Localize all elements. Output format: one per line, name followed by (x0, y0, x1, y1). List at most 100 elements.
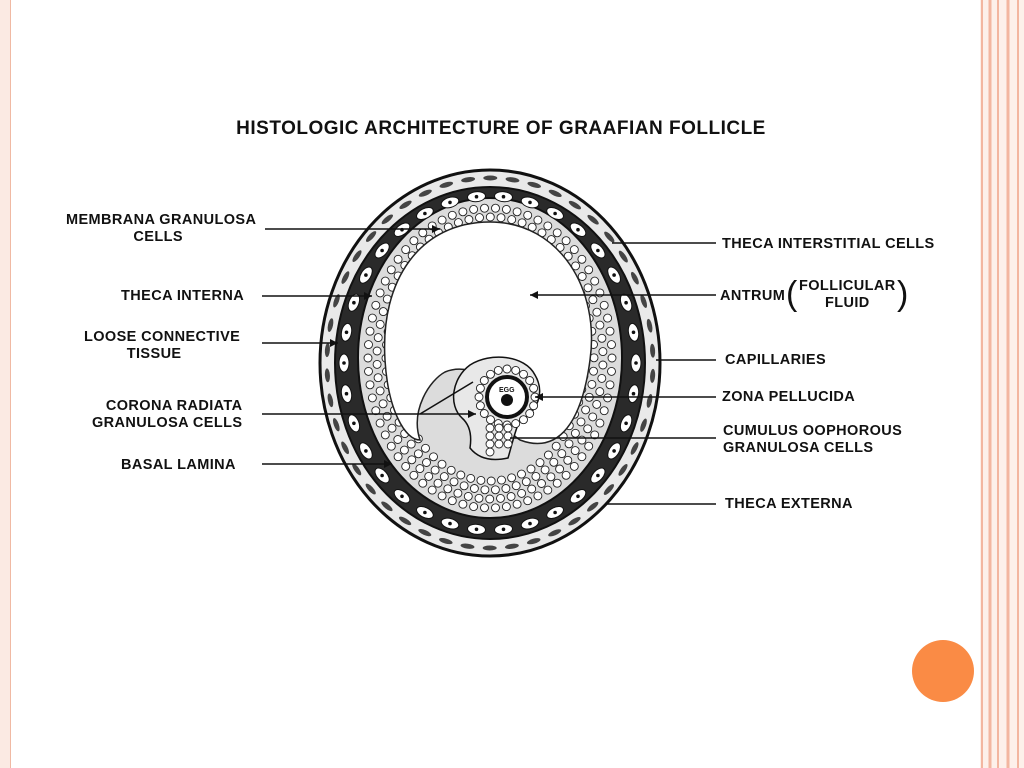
granulosa-cell (466, 473, 476, 483)
theca-cell-nucleus (342, 361, 346, 365)
granulosa-cell (521, 477, 531, 487)
granulosa-cell (584, 265, 594, 275)
cumulus-cell (511, 365, 521, 375)
granulosa-cell (418, 478, 428, 488)
granulosa-cell (439, 472, 449, 482)
granulosa-cell (476, 475, 486, 485)
cumulus-cell (486, 369, 495, 379)
theca-externa-fiber (341, 271, 350, 284)
theca-externa-fiber (439, 538, 453, 545)
theca-cell-nucleus (631, 391, 636, 396)
theca-cell-nucleus (528, 521, 532, 526)
granulosa-cell (364, 340, 373, 350)
theca-externa-fiber (587, 214, 599, 225)
theca-externa-fiber (630, 271, 639, 285)
granulosa-cell (570, 428, 580, 438)
granulosa-cell (533, 491, 543, 501)
leader-arrowheads (330, 225, 543, 468)
granulosa-cell (406, 439, 416, 449)
granulosa-cell (409, 470, 419, 480)
granulosa-cell (375, 418, 385, 428)
cumulus-cell (485, 431, 495, 441)
theca-externa-fiber (352, 250, 362, 262)
slide-frame-left (0, 0, 11, 768)
granulosa-cell (485, 494, 495, 504)
granulosa-cell (378, 307, 388, 317)
theca-externa-fiber (341, 441, 350, 455)
theca-externa-fiber (439, 181, 454, 188)
granulosa-cell (458, 499, 468, 509)
granulosa-cell (446, 465, 456, 475)
granulosa-cell (512, 207, 522, 217)
theca-cell-nucleus (364, 449, 368, 453)
egg-nucleus (501, 394, 513, 406)
granulosa-cell (375, 386, 385, 396)
theca-cell-nucleus (553, 211, 557, 216)
granulosa-cell (413, 449, 423, 459)
label-loose-connective-tissue: LOOSE CONNECTIVE TISSUE (84, 329, 241, 362)
granulosa-cell (607, 340, 616, 350)
granulosa-cell (491, 503, 500, 513)
granulosa-cell (464, 215, 474, 224)
granulosa-cell (490, 485, 500, 495)
granulosa-cell (463, 491, 473, 501)
label-membrana-granulosa: MEMBRANA GRANULOSA CELLS (66, 212, 257, 245)
cumulus-cell (529, 401, 539, 411)
granulosa-cell (507, 473, 517, 483)
granulosa-cell (607, 366, 616, 376)
label-capillaries: CAPILLARIES (725, 352, 827, 368)
granulosa-cell (447, 210, 457, 220)
theca-cell-nucleus (344, 330, 349, 335)
granulosa-cell (469, 204, 479, 214)
theca-externa-fiber (618, 250, 628, 263)
cumulus-cell (525, 409, 535, 418)
granulosa-cell (552, 228, 562, 238)
granulosa-cell (371, 300, 381, 310)
cumulus-cell (502, 364, 512, 374)
granulosa-cell (386, 265, 396, 275)
theca-externa-fiber (640, 294, 648, 308)
granulosa-cell (543, 221, 553, 231)
label-theca-externa: THECA EXTERNA (725, 496, 853, 512)
diagram-title: HISTOLOGIC ARCHITECTURE OF GRAAFIAN FOLL… (236, 118, 766, 139)
theca-externa-fiber (352, 463, 362, 476)
theca-cell-nucleus (631, 330, 636, 335)
granulosa-cell (447, 496, 457, 506)
theca-externa-fiber (365, 231, 377, 242)
granulosa-cell (401, 245, 411, 255)
granulosa-cell (429, 452, 438, 462)
granulosa-cell (589, 366, 598, 376)
granulosa-cell (418, 228, 428, 238)
theca-externa-fiber (381, 501, 393, 512)
theca-cell-nucleus (380, 473, 384, 478)
theca-cell-nucleus (596, 248, 600, 253)
granulosa-cell (373, 333, 383, 343)
theca-cell-nucleus (576, 494, 580, 499)
leader-lines (262, 228, 716, 505)
granulosa-cell (588, 295, 598, 305)
granulosa-cell (583, 424, 593, 434)
theca-externa-fiber (324, 343, 330, 358)
theca-externa-fiber (646, 318, 653, 333)
theca-cell-nucleus (576, 227, 580, 232)
theca-cell-nucleus (344, 391, 349, 396)
granulosa-cell (605, 380, 615, 390)
theca-externa-fiber (324, 368, 330, 383)
theca-cell-nucleus (634, 361, 638, 365)
granulosa-cell (552, 478, 562, 488)
granulosa-cell (443, 484, 453, 494)
granulosa-cell (583, 283, 593, 293)
granulosa-cell (535, 458, 545, 468)
granulosa-cell (433, 478, 443, 488)
granulosa-cell (453, 488, 463, 498)
theca-externa-fiber (327, 318, 334, 332)
granulosa-cells (363, 203, 617, 513)
granulosa-cell (501, 484, 511, 493)
theca-externa-fiber (548, 189, 562, 198)
theca-externa-fiber (504, 543, 519, 549)
granulosa-cell (598, 360, 608, 370)
granulosa-cell (557, 449, 567, 459)
granulosa-cell (380, 276, 390, 286)
cumulus-cell (485, 423, 495, 433)
